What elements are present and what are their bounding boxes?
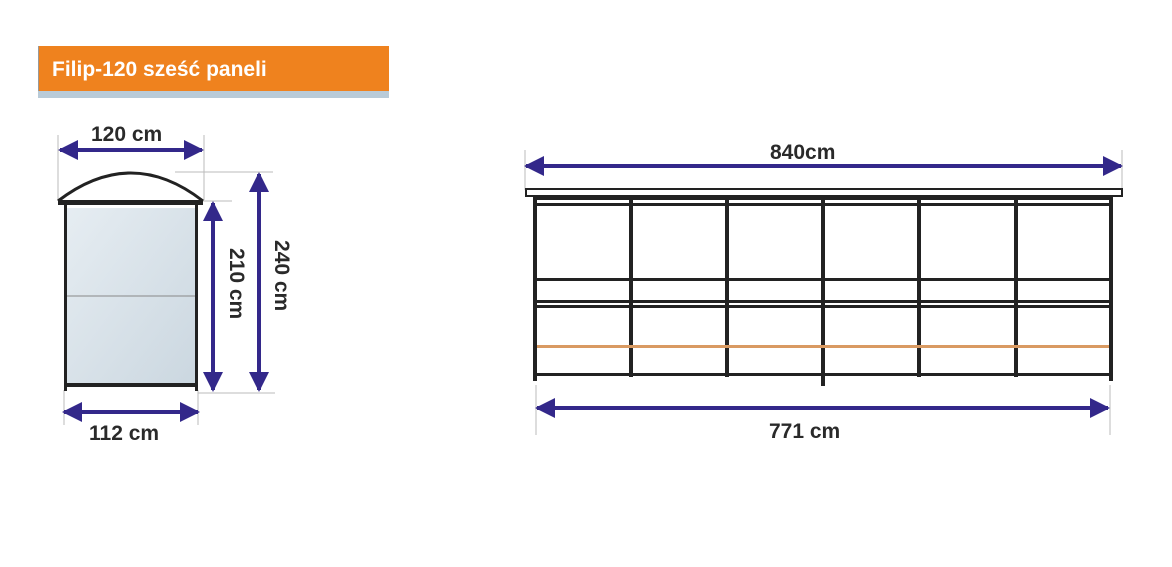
title-stripe (38, 91, 389, 98)
side-view (57, 135, 275, 425)
title-bar (38, 46, 389, 92)
label-120: 120 cm (91, 123, 163, 146)
front-view (524, 150, 1123, 435)
roof (525, 188, 1123, 197)
roof-arc (57, 171, 204, 203)
label-840: 840cm (770, 141, 836, 164)
title: Filip-120 sześć paneli (52, 58, 267, 81)
label-771: 771 cm (769, 420, 841, 443)
label-210: 210 cm (225, 248, 248, 320)
label-112: 112 cm (89, 422, 160, 445)
bench (537, 345, 1109, 348)
label-240: 240 cm (270, 240, 293, 312)
